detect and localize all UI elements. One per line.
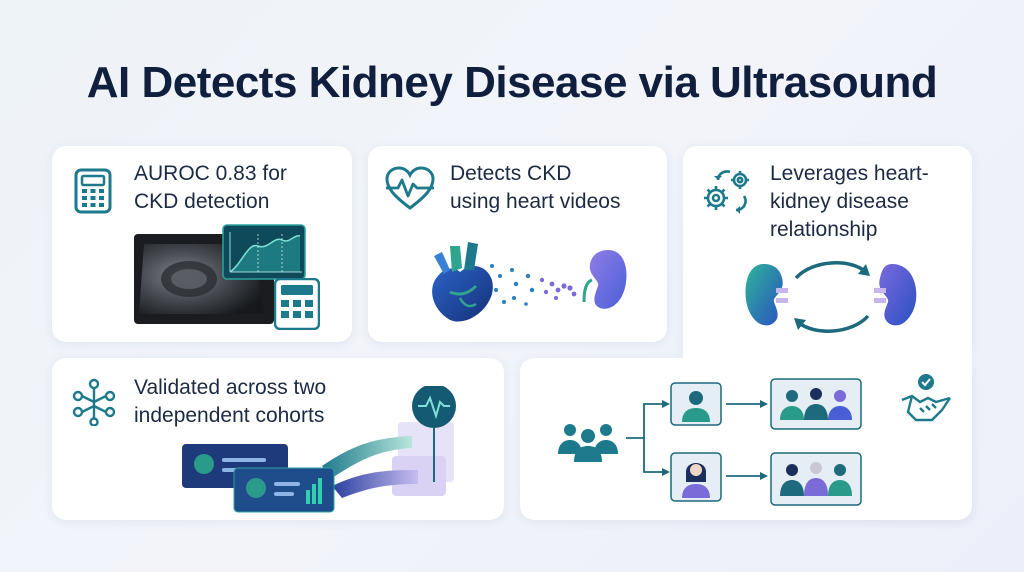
- card-cohorts: Validated across two independent cohorts: [52, 358, 504, 520]
- heart-videos-text: Detects CKD using heart videos: [450, 160, 620, 216]
- calculator-icon: [74, 168, 112, 214]
- card-relationship-top: [683, 146, 972, 358]
- cohorts-line-2: independent cohorts: [134, 404, 325, 427]
- relationship-text: Leverages heart- kidney disease relation…: [770, 160, 929, 244]
- card-heart-videos: Detects CKD using heart videos: [368, 146, 667, 342]
- kidney-illustration: [580, 246, 630, 316]
- auroc-line-2: CKD detection: [134, 190, 270, 213]
- handshake-check-icon: [898, 372, 954, 428]
- heart-line-1: Detects CKD: [450, 162, 572, 185]
- patient-card-male: [670, 382, 722, 426]
- heart-line-2: using heart videos: [450, 190, 621, 213]
- calculator-graphic-icon: [274, 278, 320, 330]
- card-auroc: AUROC 0.83 for CKD detection: [52, 146, 352, 342]
- cohorts-text: Validated across two independent cohorts: [134, 374, 326, 430]
- gears-icon: [700, 166, 756, 216]
- card-cohort-workflow: [520, 358, 972, 520]
- heartbeat-icon: [384, 166, 436, 212]
- cohorts-line-1: Validated across two: [134, 376, 327, 399]
- cohort-merge-graphic: [182, 386, 482, 516]
- relationship-line-3: relationship: [770, 218, 878, 241]
- particle-stream-graphic: [486, 246, 586, 326]
- flow-arrows-right: [724, 396, 770, 482]
- auroc-line-1: AUROC 0.83 for: [134, 162, 287, 185]
- page-title: AI Detects Kidney Disease via Ultrasound: [86, 58, 938, 107]
- relationship-card-joiner: [683, 340, 972, 370]
- people-group-icon: [556, 420, 620, 462]
- heart-illustration: [420, 236, 500, 326]
- kidney-cycle-graphic: [742, 254, 922, 344]
- network-brain-icon: [70, 378, 118, 426]
- cohort-group-card-1: [770, 378, 862, 430]
- auroc-text: AUROC 0.83 for CKD detection: [134, 160, 287, 216]
- patient-card-female: [670, 452, 722, 502]
- flow-branch-arrows: [624, 386, 672, 490]
- cohort-group-card-2: [770, 452, 862, 506]
- relationship-line-1: Leverages heart-: [770, 162, 929, 185]
- roc-chart-graphic: [222, 224, 306, 280]
- relationship-line-2: kidney disease: [770, 190, 909, 213]
